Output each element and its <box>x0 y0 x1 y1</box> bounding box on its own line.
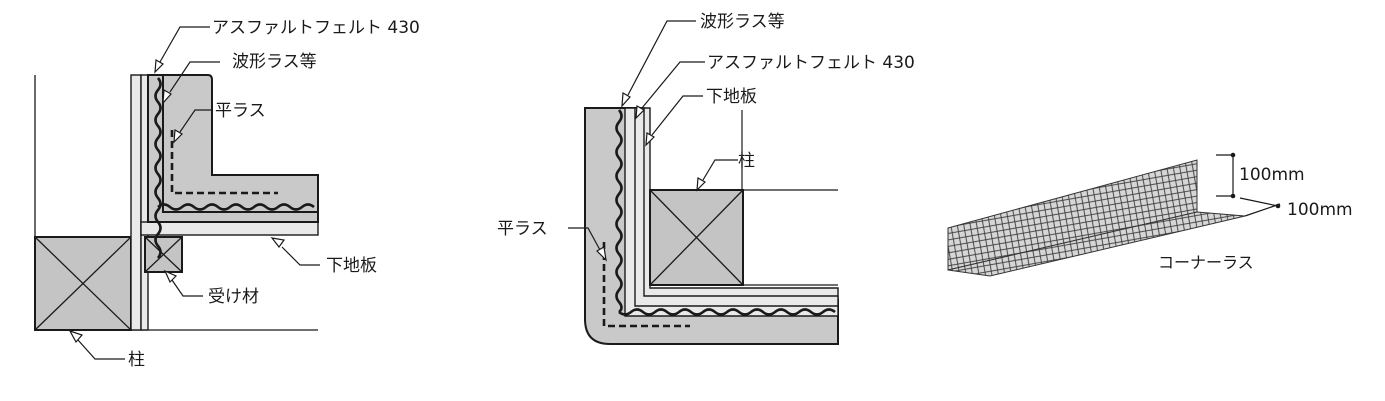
leader-receiver-1 <box>171 279 203 297</box>
arrow-post-2 <box>696 177 706 192</box>
arrow-felt-2 <box>635 105 645 120</box>
dim-dot-top <box>1230 152 1236 158</box>
label-post-2: 柱 <box>738 151 755 171</box>
sheathing-board-2 <box>624 107 839 317</box>
leader-post-2 <box>702 159 738 181</box>
dim-label-height: 100mm <box>1239 165 1305 185</box>
figure-1-interior-corner: アスファルトフェルト 430 波形ラス等 平ラス 下地板 受け材 柱 <box>34 18 420 370</box>
leader-wave-lath-1 <box>169 61 220 93</box>
wave-lath-vertical-1 <box>154 77 162 259</box>
dim-dot-bottom <box>1230 193 1236 199</box>
label-wave-lath-2: 波形ラス等 <box>700 12 785 32</box>
flat-lath-1 <box>170 130 278 195</box>
label-flat-lath-2: 平ラス <box>497 219 548 239</box>
post-2 <box>649 189 744 286</box>
flat-lath-2 <box>602 242 690 328</box>
label-sheathing-2: 下地板 <box>706 87 757 107</box>
wave-lath-horizontal-1 <box>157 203 315 211</box>
wave-lath-vertical-2 <box>615 109 623 314</box>
plaster-outer-1 <box>162 74 319 213</box>
label-felt-2: アスファルトフェルト 430 <box>707 53 915 73</box>
label-flat-lath-1: 平ラス <box>215 101 266 121</box>
arrow-flat-lath-2 <box>596 246 607 262</box>
dim-line-width <box>1244 203 1281 217</box>
felt-layer-2 <box>634 107 839 307</box>
receiver-block <box>144 236 183 273</box>
post-1 <box>34 236 132 331</box>
figure-3-corner-lath: 100mm 100mm コーナーラス <box>947 152 1353 277</box>
leader-flat-lath-2 <box>568 227 601 251</box>
arrow-wave-lath-1 <box>162 89 172 105</box>
label-wave-lath-1: 波形ラス等 <box>232 52 317 72</box>
leader-wave-lath-2 <box>627 20 696 96</box>
vertical-felt-layer <box>140 74 149 331</box>
vertical-sheathing-board <box>130 74 142 331</box>
dim-dot-width <box>1275 203 1281 209</box>
arrow-wave-lath-2 <box>621 92 631 108</box>
arrow-post-1 <box>68 329 84 344</box>
leader-sheathing-1 <box>281 246 320 266</box>
wave-lath-horizontal-2 <box>618 308 836 316</box>
arrow-flat-lath-1 <box>173 129 183 144</box>
leader-felt-1 <box>159 26 210 63</box>
figure-2-exterior-corner: 波形ラス等 アスファルトフェルト 430 下地板 柱 平ラス <box>497 12 915 345</box>
label-post-1: 柱 <box>128 350 145 370</box>
dim-label-width: 100mm <box>1287 200 1353 220</box>
leader-felt-2 <box>641 61 705 109</box>
leader-post-1 <box>77 339 125 360</box>
arrow-felt-1 <box>154 59 164 74</box>
arrow-sheathing-1 <box>270 237 286 249</box>
arrow-receiver-1 <box>163 269 178 284</box>
label-receiver-1: 受け材 <box>208 287 259 307</box>
leader-sheathing-2 <box>651 95 703 136</box>
leader-flat-lath-1 <box>179 109 212 133</box>
label-sheathing-1: 下地板 <box>326 256 377 276</box>
label-corner-lath: コーナーラス <box>1158 253 1254 272</box>
horizontal-sheathing-board <box>140 221 319 236</box>
dim-line-width-b <box>1239 197 1279 207</box>
arrow-sheathing-2 <box>645 132 655 147</box>
label-felt-1: アスファルトフェルト 430 <box>212 18 420 38</box>
